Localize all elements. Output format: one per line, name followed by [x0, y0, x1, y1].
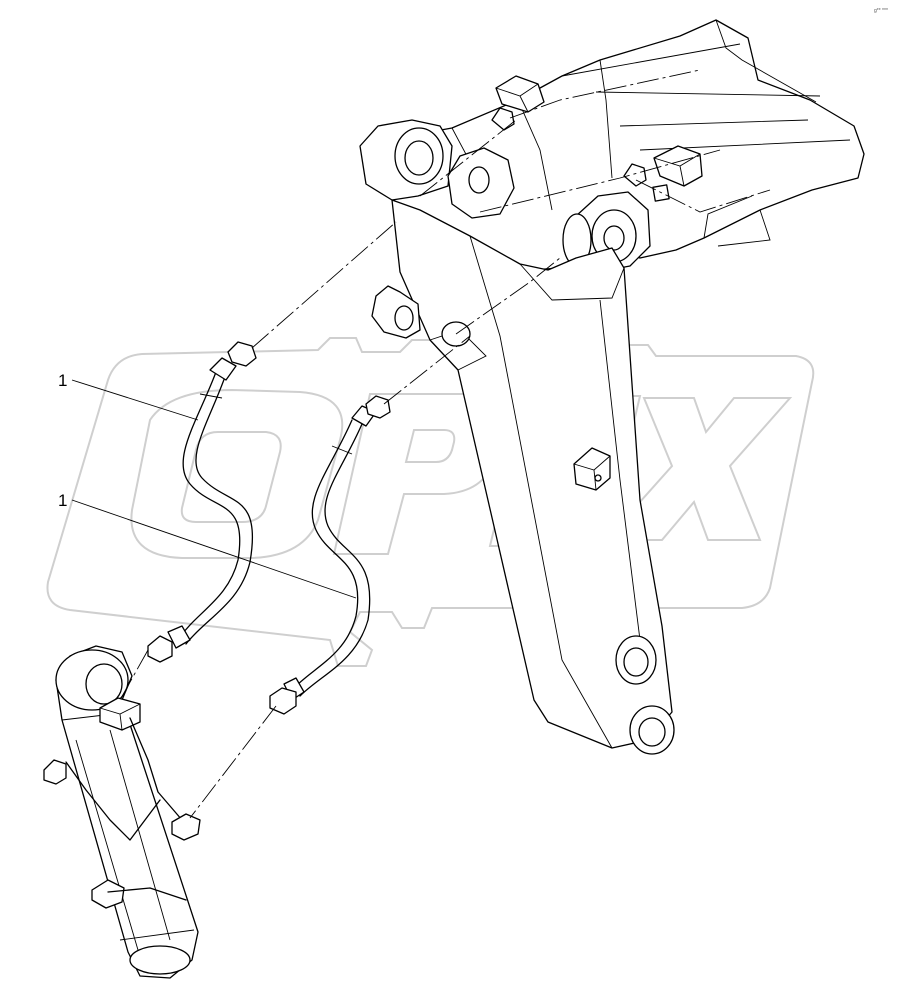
- cylinder-port-side-upper: [43, 759, 67, 785]
- top-fitting-left: [491, 107, 515, 131]
- hose-left-bottom-ferrule: [167, 625, 191, 649]
- hose-right-outline: [291, 419, 359, 691]
- hydraulic-cylinder: [43, 645, 201, 979]
- boom-arm: [359, 19, 865, 755]
- leader-line: [71, 499, 357, 599]
- top-clamp-right: [653, 145, 703, 187]
- hose-right-bottom-nut: [269, 687, 297, 715]
- top-clamp-left: [495, 75, 545, 113]
- watermark: [46, 337, 815, 667]
- leader-line: [71, 379, 199, 421]
- hose-left-outline: [177, 371, 241, 641]
- hose-left-bottom-nut: [147, 635, 173, 663]
- hose-right-top-nut: [365, 395, 391, 419]
- cylinder-port-side-lower: [171, 813, 201, 841]
- callout-label: 1: [58, 491, 67, 510]
- top-fitting-right: [623, 163, 647, 187]
- cylinder-body: [55, 645, 199, 979]
- hose-right: [269, 395, 391, 715]
- watermark-gear: [46, 337, 815, 667]
- cylinder-port-bottom: [91, 879, 125, 909]
- hose-left-top-nut: [227, 341, 257, 367]
- callout-1-upper: 1: [58, 371, 199, 421]
- watermark-letter-o: [130, 388, 344, 559]
- hose-left-top-ferrule: [209, 357, 237, 381]
- hose-left: [147, 341, 257, 663]
- corner-code: g** ***: [874, 8, 888, 14]
- assembly-lines: [119, 69, 771, 819]
- callout-1-lower: 1: [58, 491, 357, 599]
- callout-label: 1: [58, 371, 67, 390]
